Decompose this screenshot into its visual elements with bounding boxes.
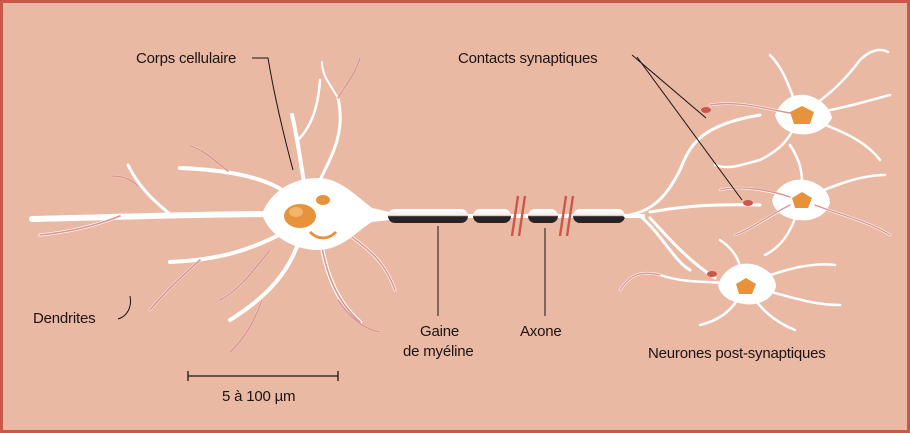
label-myelin-line2: de myéline: [403, 343, 474, 360]
myelin-segment: [573, 209, 625, 223]
leader-cell-body: [252, 57, 294, 171]
label-cell-body: Corps cellulaire: [136, 50, 237, 67]
label-myelin-line1: Gaine: [420, 323, 460, 340]
synapse-marks: [701, 107, 753, 277]
myelin-segment: [388, 209, 468, 223]
post-dendrite-tint: [619, 102, 891, 291]
leader-lines: [117, 54, 743, 320]
leader-synapse-2: [636, 56, 743, 201]
myelin-segment: [473, 209, 511, 223]
post-synaptic-neuron: [718, 143, 892, 257]
post-synaptic-neuron: [618, 238, 842, 332]
label-axon: Axone: [520, 323, 562, 340]
axon-break-marks: [510, 195, 575, 237]
leader-dendrites: [117, 295, 131, 320]
post-synaptic-neuron: [708, 48, 892, 169]
label-post-synaptic-neurons: Neurones post-synaptiques: [648, 345, 826, 362]
cell-body: [262, 178, 390, 250]
myelin-segment: [528, 209, 558, 223]
axon: [385, 195, 645, 237]
label-dendrites: Dendrites: [33, 310, 96, 327]
leader-synapse-1: [631, 54, 707, 119]
label-synaptic-contacts: Contacts synaptiques: [458, 50, 598, 67]
scale-bar: [187, 371, 339, 381]
nucleus: [284, 195, 338, 240]
label-scale: 5 à 100 µm: [222, 388, 296, 405]
